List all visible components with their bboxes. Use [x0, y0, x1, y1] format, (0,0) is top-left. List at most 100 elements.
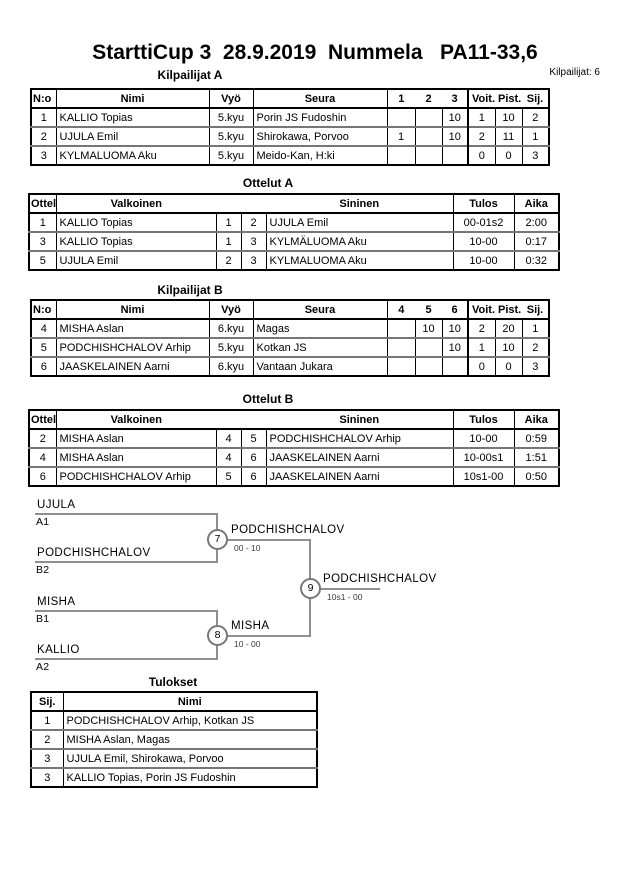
column-header: Valkoinen	[55, 409, 216, 430]
cell: 0:32	[513, 250, 560, 271]
cell: 2	[30, 729, 64, 750]
table-header-row: N:o Nimi Vyö Seura 4 5 6 Voit. Pist. Sij…	[30, 299, 550, 320]
cell: 1	[521, 126, 550, 147]
bracket-line	[226, 635, 311, 637]
cell: 2	[467, 126, 496, 147]
cell: 3	[30, 748, 64, 769]
column-header: Pist.	[495, 88, 522, 109]
cell: 3	[30, 767, 64, 788]
cell: 6.kyu	[208, 356, 254, 377]
cell: Meido-Kan, H:ki	[252, 145, 388, 166]
cell: 6	[240, 466, 267, 487]
section-title-kilpailijat-b: Kilpailijat B	[157, 283, 223, 297]
cell	[414, 356, 443, 377]
column-header: Tulos	[452, 193, 515, 214]
cell: 1	[215, 212, 242, 233]
table-header-row: Sij. Nimi	[30, 691, 318, 712]
column-header: Vyö	[208, 299, 254, 320]
column-header: 1	[386, 88, 415, 109]
cell	[386, 107, 416, 128]
cell	[386, 337, 416, 358]
table-header-row: Ottelu Valkoinen Sininen Tulos Aika	[28, 409, 560, 430]
cell: PODCHISHCHALOV Arhip	[55, 337, 210, 358]
ottelut-a-table: Ottelu Valkoinen Sininen Tulos Aika 1KAL…	[28, 193, 560, 271]
column-header	[241, 193, 266, 214]
cell: 3	[28, 231, 57, 252]
cell	[414, 145, 443, 166]
bracket-seed-label: B1	[36, 613, 50, 625]
cell: KALLIO Topias	[55, 231, 217, 252]
bracket-line	[35, 561, 218, 563]
cell: UJULA Emil	[265, 212, 454, 233]
cell	[441, 145, 469, 166]
column-header: Valkoinen	[55, 193, 216, 214]
column-header	[216, 409, 241, 430]
cell: 3	[30, 145, 57, 166]
cell: 0:50	[513, 466, 560, 487]
cell: Magas	[252, 318, 388, 339]
cell: MISHA Aslan, Magas	[62, 729, 318, 750]
kilpailijat-b-table: N:o Nimi Vyö Seura 4 5 6 Voit. Pist. Sij…	[30, 299, 550, 377]
column-header: Vyö	[208, 88, 254, 109]
column-header: Seura	[252, 299, 388, 320]
cell: 5.kyu	[208, 337, 254, 358]
cell: PODCHISHCHALOV Arhip	[265, 428, 454, 449]
cell: 0:59	[513, 428, 560, 449]
cell: 1	[30, 710, 64, 731]
cell: 1	[215, 231, 242, 252]
column-header: Sininen	[266, 409, 454, 430]
column-header: 3	[442, 88, 469, 109]
cell: MISHA Aslan	[55, 318, 210, 339]
bracket-slot-name: UJULA	[37, 499, 76, 511]
table-header-row: N:o Nimi Vyö Seura 1 2 3 Voit. Pist. Sij…	[30, 88, 550, 109]
cell: 20	[494, 318, 523, 339]
cell: 2	[521, 337, 550, 358]
column-header	[241, 409, 266, 430]
bracket-line	[35, 658, 218, 660]
cell: 10	[441, 126, 469, 147]
cell: 00-01s2	[452, 212, 515, 233]
match-circle: 7	[207, 529, 228, 550]
column-header: 5	[415, 299, 442, 320]
column-header	[216, 193, 241, 214]
cell: 10	[441, 337, 469, 358]
cell: 5.kyu	[208, 107, 254, 128]
column-header: N:o	[30, 88, 57, 109]
cell	[441, 356, 469, 377]
cell: Porin JS Fudoshin	[252, 107, 388, 128]
column-header: Aika	[513, 193, 560, 214]
cell: 10-00	[452, 250, 515, 271]
cell: 5.kyu	[208, 145, 254, 166]
bracket-line	[35, 610, 218, 612]
cell: 2	[467, 318, 496, 339]
cell: 5	[215, 466, 242, 487]
cell: 1	[521, 318, 550, 339]
cell: 10	[494, 107, 523, 128]
cell: 10s1-00	[452, 466, 515, 487]
cell: 0	[494, 145, 523, 166]
cell: KALLIO Topias	[55, 107, 210, 128]
section-title-tulokset: Tulokset	[148, 675, 198, 689]
cell: 10	[414, 318, 443, 339]
cell: 3	[240, 250, 267, 271]
cell: KYLMALUOMA Aku	[265, 250, 454, 271]
bracket-line	[319, 588, 380, 590]
cell: 2	[521, 107, 550, 128]
table-header-row: Ottelu Valkoinen Sininen Tulos Aika	[28, 193, 560, 214]
cell: MISHA Aslan	[55, 447, 217, 468]
bracket-slot-name: PODCHISHCHALOV	[37, 547, 151, 559]
column-header: Aika	[513, 409, 560, 430]
cell: 10	[494, 337, 523, 358]
column-header: Pist.	[495, 299, 522, 320]
cell: KYLMÄLUOMA Aku	[265, 231, 454, 252]
